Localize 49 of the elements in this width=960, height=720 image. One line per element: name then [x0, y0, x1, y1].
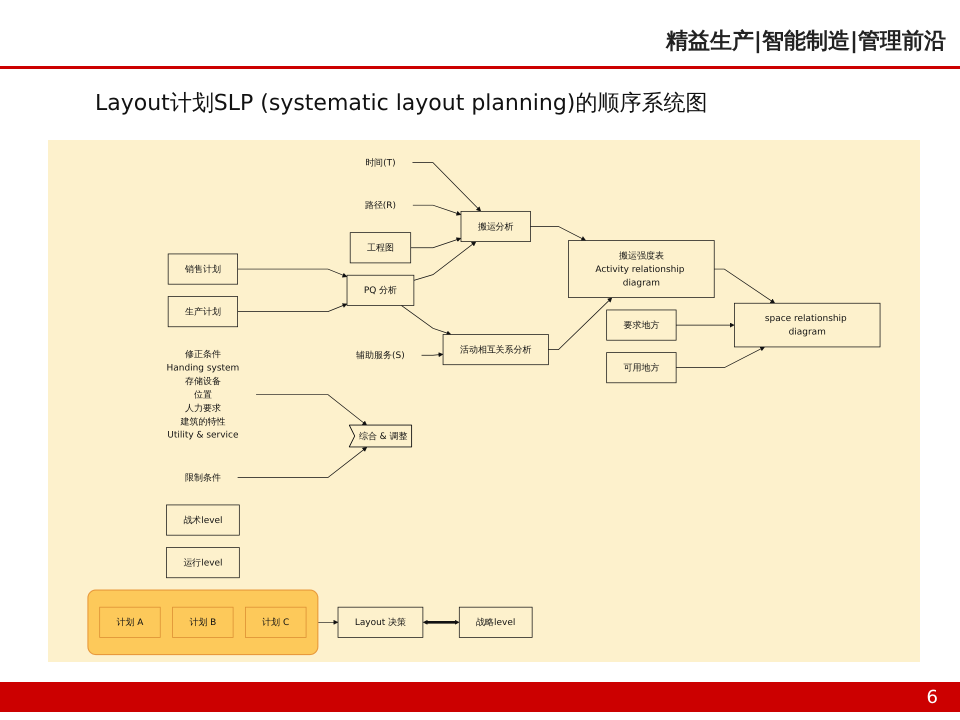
- node-box: 要求地方: [606, 310, 676, 341]
- node-box: 工程图: [350, 232, 412, 264]
- arrow: [422, 620, 460, 625]
- arrow: [401, 305, 452, 336]
- node-box: 可用地方: [606, 352, 676, 384]
- arrow: [256, 394, 368, 426]
- node-label: 位置: [194, 388, 212, 400]
- node-label: 存储设备: [184, 376, 221, 386]
- node-label: 建筑的特性: [180, 416, 226, 426]
- node-text: 辅助服务(S): [356, 350, 405, 360]
- node-box: PQ 分析: [346, 274, 414, 306]
- node-box: 运行level: [166, 547, 240, 578]
- arrow: [237, 303, 348, 312]
- node-box: 销售计划: [168, 254, 238, 285]
- node-label: Handing system: [166, 362, 240, 373]
- node-box: 计划 C: [245, 606, 306, 638]
- node-box: 活动相互关系分析: [442, 334, 549, 366]
- node-box: 计划 A: [99, 606, 161, 638]
- arrow: [237, 447, 368, 478]
- arrow: [548, 297, 612, 350]
- node-box: 搬运强度表 Activity relationship diagram: [568, 240, 715, 298]
- arrow: [317, 620, 338, 625]
- node-label: Utility & service: [167, 429, 238, 440]
- arrow: [412, 162, 482, 212]
- arrow: [714, 268, 776, 304]
- cluster: [87, 590, 318, 656]
- header-tagline: 精益生产|智能制造|管理前沿: [666, 28, 946, 56]
- node-text: 限制条件: [184, 472, 221, 483]
- node-box: 计划 B: [172, 606, 234, 638]
- node-box: 搬运分析: [460, 210, 531, 242]
- arrow: [676, 322, 735, 328]
- page-number: 6: [926, 687, 938, 708]
- node-box: 战略level: [458, 606, 533, 638]
- arrow: [410, 237, 462, 248]
- node-box: Layout 决策: [338, 606, 424, 638]
- node-box: 生产计划: [168, 296, 238, 328]
- node-box: space relationship diagram: [734, 302, 880, 348]
- node-text: 路径(R): [364, 200, 396, 210]
- node-text: 时间(T): [365, 157, 396, 168]
- slide-title: Layout计划SLP (systematic layout planning)的顺序系统图: [95, 90, 708, 118]
- arrow: [414, 241, 476, 281]
- arrow: [421, 352, 444, 358]
- arrow: [237, 268, 348, 278]
- arrow: [530, 226, 586, 241]
- arrow: [412, 204, 462, 216]
- node-label: 人力要求: [184, 402, 221, 414]
- arrow: [676, 346, 765, 368]
- node-box: 战术level: [166, 504, 240, 536]
- node-text: 修正条件: [184, 348, 221, 360]
